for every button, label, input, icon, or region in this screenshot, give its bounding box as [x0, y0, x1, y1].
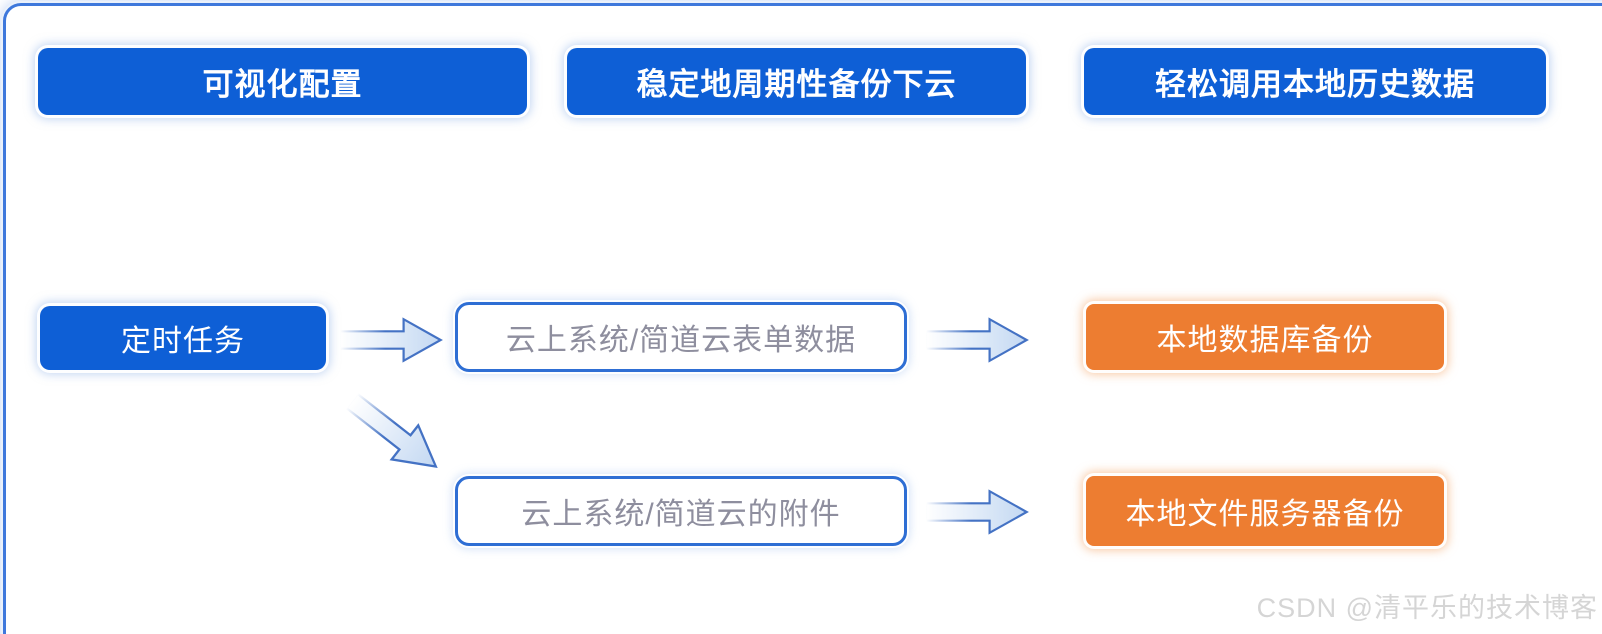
- diagram-frame: [3, 3, 1602, 634]
- node-local-database-backup: 本地数据库备份: [1086, 304, 1444, 370]
- csdn-watermark: CSDN @清平乐的技术博客: [1256, 593, 1598, 623]
- arrow-right-icon: [926, 314, 1032, 366]
- node-cloud-form-data: 云上系统/简道云表单数据: [455, 302, 907, 372]
- node-scheduled-task-label: 定时任务: [121, 325, 245, 358]
- arrow-right-icon: [340, 314, 446, 366]
- arrow-diagonal-down-right-icon: [335, 380, 457, 492]
- node-cloud-form-data-label: 云上系统/简道云表单数据: [505, 324, 857, 357]
- header-visual-config-label: 可视化配置: [202, 67, 363, 102]
- header-local-history-label: 轻松调用本地历史数据: [1155, 67, 1475, 102]
- header-periodic-backup-label: 稳定地周期性备份下云: [636, 67, 957, 102]
- node-local-file-server-backup-label: 本地文件服务器备份: [1125, 498, 1405, 531]
- header-local-history: 轻松调用本地历史数据: [1084, 48, 1546, 115]
- arrow-right-icon: [926, 486, 1032, 538]
- header-visual-config: 可视化配置: [38, 48, 527, 115]
- node-local-file-server-backup: 本地文件服务器备份: [1086, 476, 1444, 546]
- node-cloud-attachments: 云上系统/简道云的附件: [455, 476, 907, 546]
- node-local-database-backup-label: 本地数据库备份: [1156, 324, 1374, 357]
- node-scheduled-task: 定时任务: [40, 306, 326, 370]
- header-periodic-backup: 稳定地周期性备份下云: [567, 48, 1026, 115]
- node-cloud-attachments-label: 云上系统/简道云的附件: [521, 498, 841, 531]
